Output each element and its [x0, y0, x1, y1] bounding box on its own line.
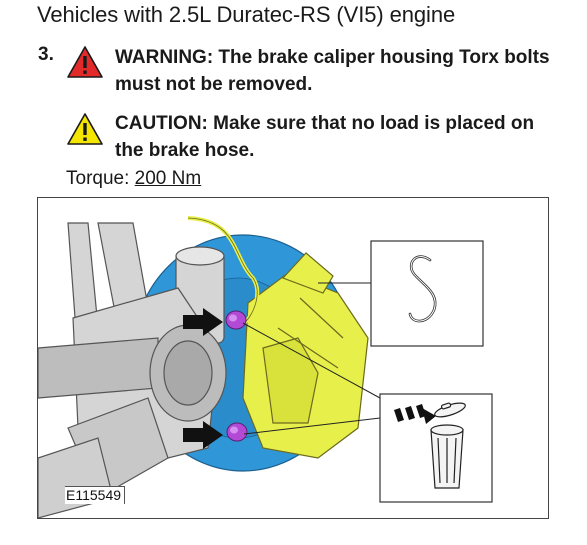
figure-frame: E115549: [37, 197, 549, 519]
section-heading: Vehicles with 2.5L Duratec-RS (VI5) engi…: [37, 2, 456, 27]
torque-value: 200 Nm: [134, 168, 202, 189]
s-hook-icon: [370, 240, 484, 347]
step-number: 3.: [38, 44, 54, 65]
brake-caliper-illustration: [38, 216, 493, 518]
warning-triangle-red-icon: [67, 46, 103, 78]
warning-text: WARNING: The brake caliper housing Torx …: [115, 47, 550, 95]
leader-lines: [242, 282, 381, 435]
brake-caliper: [242, 252, 369, 459]
torque-label: Torque:: [66, 168, 135, 189]
caliper-bolt-lower: [226, 422, 248, 442]
caution-text: CAUTION: Make sure that no load is place…: [115, 113, 535, 161]
discard-to-bin-icon: [379, 393, 493, 503]
caliper-bolt-upper: [225, 310, 247, 330]
arrow-upper-bolt: [183, 308, 223, 336]
arrow-lower-bolt: [183, 421, 223, 449]
steering-knuckle: [38, 222, 227, 518]
figure-id-label: E115549: [65, 486, 126, 504]
caution-triangle-yellow-icon: [67, 113, 103, 145]
torque-spec: Torque: 200 Nm: [66, 168, 201, 190]
